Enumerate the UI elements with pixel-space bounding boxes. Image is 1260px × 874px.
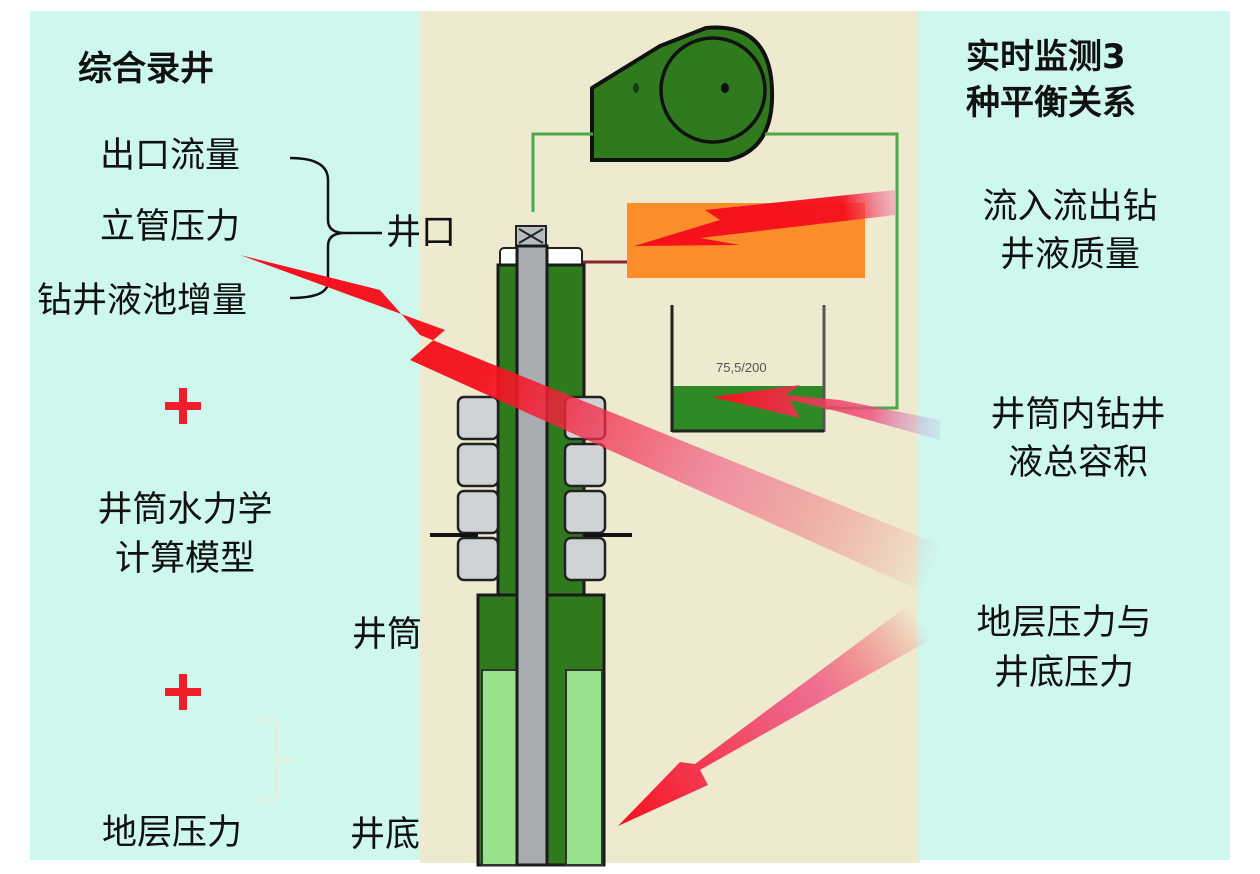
wellbore-drawing [430,225,632,867]
wellhead-label: 井口 [386,213,457,253]
arrow-total-volume [712,385,940,440]
plus-icon [165,674,201,710]
relation-volume-line2: 液总容积 [1007,443,1148,483]
arrow-standpipe-pressure [240,255,940,595]
relation-mass-line1: 流入流出钻 [982,187,1158,227]
formation-pressure-label: 地层压力 [102,813,243,853]
tank-volume-reading: 75,5/200 [716,360,767,375]
measurement-standpipe-pressure: 立管压力 [100,207,241,247]
right-title-line1: 实时监测3 [966,37,1126,77]
right-title-line2: 种平衡关系 [966,83,1136,123]
faint-bracket-icon [255,719,296,801]
hydraulic-model-line2: 计算模型 [114,539,255,579]
wellbore-label: 井筒 [352,615,423,655]
relation-pressure-line2: 井底压力 [993,653,1134,693]
left-title: 综合录井 [78,49,214,89]
left-panel [30,11,422,860]
measurement-outlet-flow: 出口流量 [100,136,241,176]
relation-pressure-line1: 地层压力与 [976,603,1152,643]
hydraulic-model-line1: 井筒水力学 [97,490,273,530]
relation-mass-line2: 井液质量 [999,235,1140,275]
plus-icon [165,388,201,424]
bottomhole-label: 井底 [350,815,421,855]
relation-volume-line1: 井筒内钻井 [990,395,1166,435]
right-panel [918,11,1230,860]
arrow-mass-flow [634,190,895,246]
measurement-pit-gain: 钻井液池增量 [37,281,248,321]
arrow-bottomhole-pressure [618,598,930,826]
bracket-icon [289,156,382,300]
mud-pump-icon [590,25,775,162]
